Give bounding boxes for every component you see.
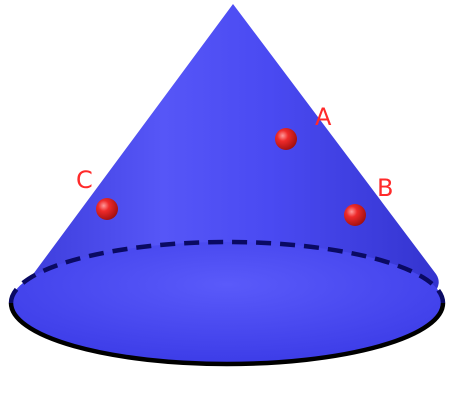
point-C: C (76, 166, 118, 220)
point-B-label: B (377, 174, 393, 202)
cone-base (11, 242, 443, 364)
point-B-marker (344, 204, 366, 226)
point-A-label: A (315, 103, 332, 131)
point-C-marker (96, 198, 118, 220)
point-C-label: C (76, 166, 93, 194)
point-A: A (275, 103, 332, 150)
point-B: B (344, 174, 393, 226)
visible-base-edge (8, 302, 446, 367)
point-A-marker (275, 128, 297, 150)
